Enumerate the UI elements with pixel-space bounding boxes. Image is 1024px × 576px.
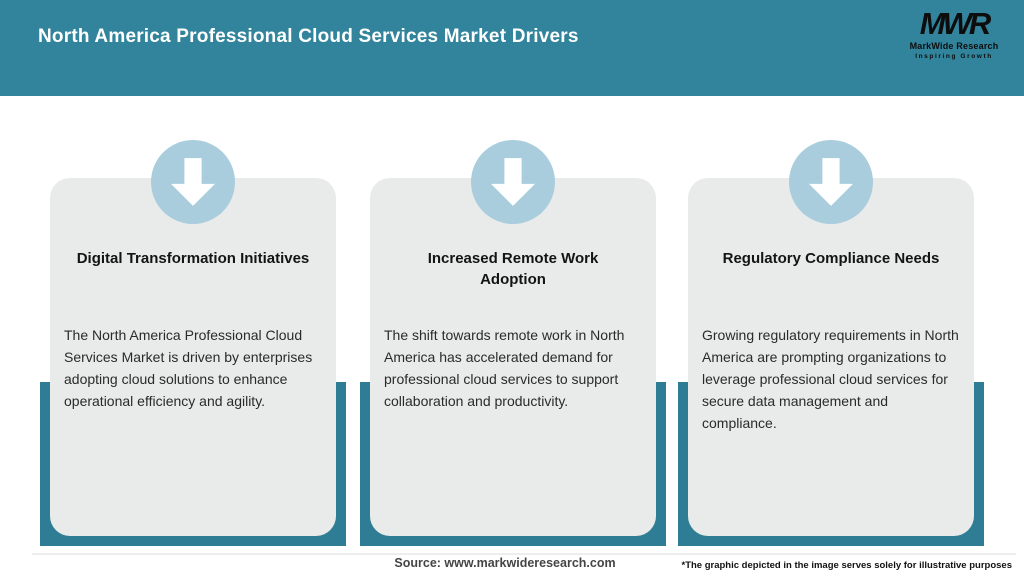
- header: North America Professional Cloud Service…: [0, 0, 1024, 96]
- card-body: The North America Professional Cloud Ser…: [64, 327, 313, 409]
- down-arrow-icon: [151, 140, 235, 224]
- down-arrow-icon: [789, 140, 873, 224]
- logo-monogram: MWR: [919, 6, 991, 41]
- driver-card-column-1: Digital Transformation Initiatives The N…: [40, 140, 346, 546]
- page-title: North America Professional Cloud Service…: [38, 26, 579, 47]
- card-title: Increased Remote Work Adoption: [370, 248, 656, 290]
- logo-tagline: Inspiring Growth: [915, 53, 993, 60]
- driver-card: Digital Transformation Initiatives The N…: [50, 178, 336, 536]
- card-title: Digital Transformation Initiatives: [50, 248, 336, 269]
- card-title: Regulatory Compliance Needs: [688, 248, 974, 269]
- card-body: Growing regulatory requirements in North…: [702, 327, 959, 431]
- source-text: Source: www.markwideresearch.com: [394, 556, 616, 570]
- card-title-text: Digital Transformation Initiatives: [76, 250, 310, 267]
- logo-name: MarkWide Research: [909, 41, 999, 51]
- driver-card: Increased Remote Work Adoption The shift…: [370, 178, 656, 536]
- driver-card-column-3: Regulatory Compliance Needs Growing regu…: [678, 140, 984, 546]
- driver-card: Regulatory Compliance Needs Growing regu…: [688, 178, 974, 536]
- driver-card-column-2: Increased Remote Work Adoption The shift…: [360, 140, 666, 546]
- brand-logo: MWR MarkWide Research Inspiring Growth: [900, 6, 1008, 60]
- card-title-text: Increased Remote Work Adoption: [427, 250, 599, 288]
- disclaimer-text: *The graphic depicted in the image serve…: [681, 560, 1013, 571]
- card-body: The shift towards remote work in North A…: [384, 327, 625, 409]
- down-arrow-icon: [471, 140, 555, 224]
- card-title-text: Regulatory Compliance Needs: [722, 250, 940, 267]
- footer-divider: [32, 553, 1016, 555]
